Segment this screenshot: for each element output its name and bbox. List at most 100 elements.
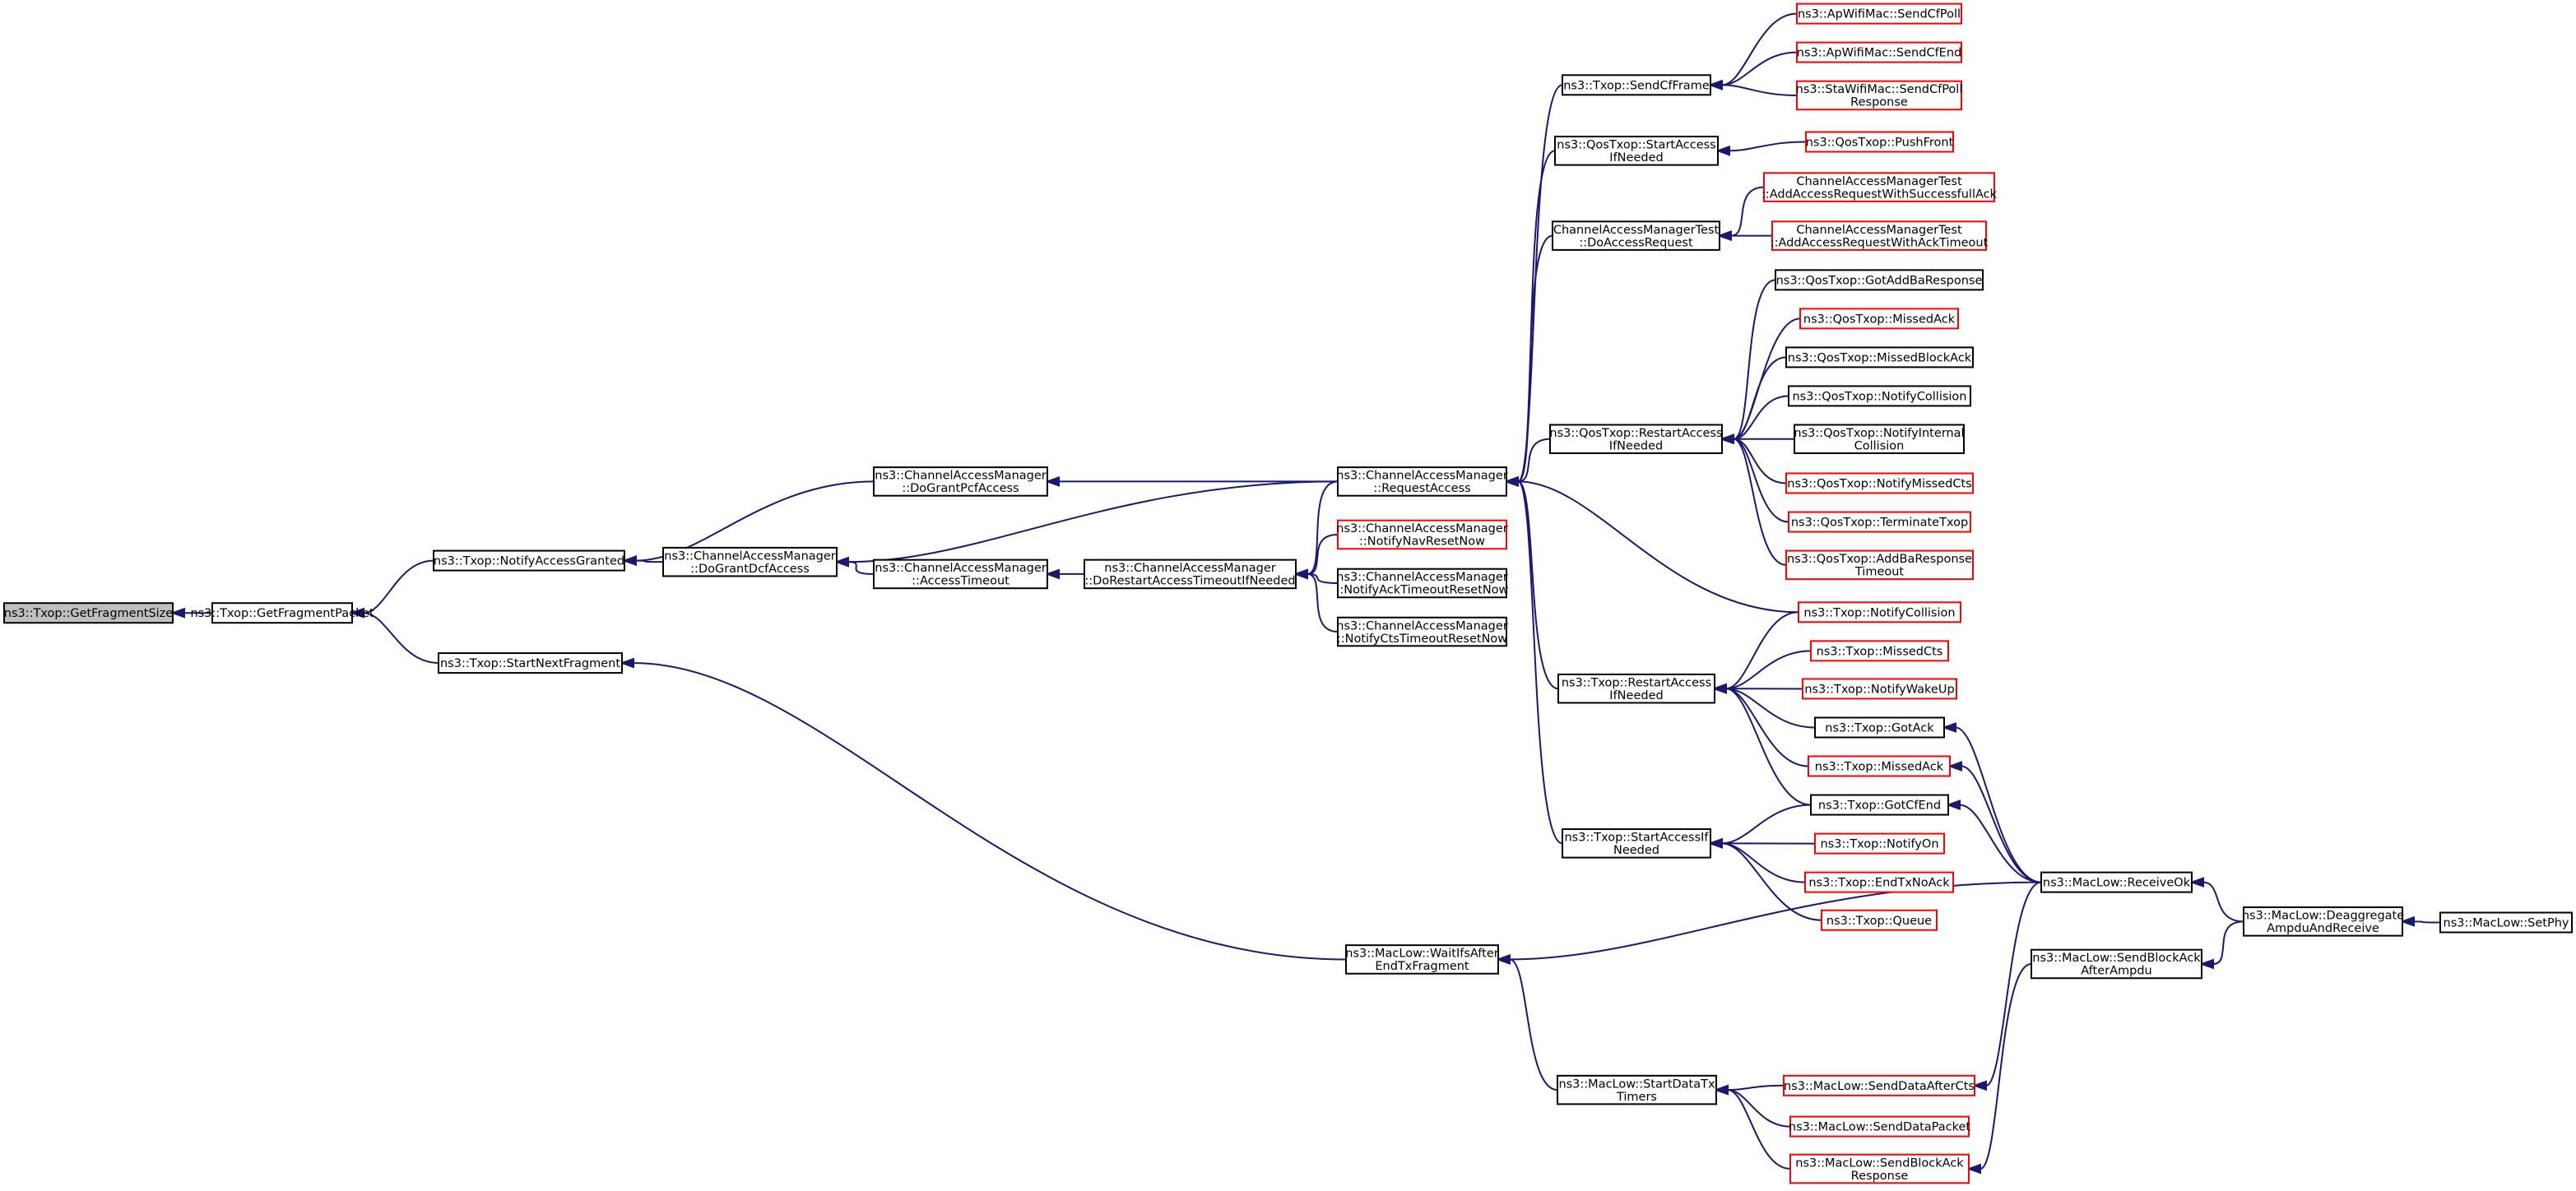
arrowhead-receiveOk-to-txopMissedAck [1947, 761, 1962, 772]
arrowhead-addAccessRequestAckTimeout-to-doAccessRequest [1717, 230, 1732, 242]
node-sendDataPacket[interactable]: ns3::MacLow::SendDataPacket [1789, 1115, 1971, 1138]
node-apSendCfPoll[interactable]: ns3::ApWifiMac::SendCfPoll [1796, 2, 1962, 25]
node-box [873, 558, 1048, 590]
node-label-line: ns3::QosTxop::MissedAck [1803, 313, 1956, 326]
node-requestAccess[interactable]: ns3::ChannelAccessManager::RequestAccess [1336, 466, 1508, 497]
edge-txopEndTxNoAck-to-txopStartAccessIfNeeded [1721, 842, 1806, 883]
node-txopMissedCts[interactable]: ns3::Txop::MissedCts [1810, 640, 1949, 662]
node-label-line: ::AddAccessRequestWithSuccessfullAck [1761, 188, 1998, 201]
edge-apSendCfEnd-to-sendCfFrame [1721, 51, 1798, 86]
edge-txopRestartAccessIfNeeded-to-requestAccess [1517, 480, 1559, 690]
edge-receiveOk-to-txopGotCfEnd [1959, 804, 2042, 883]
node-txopNotifyCollision[interactable]: ns3::Txop::NotifyCollision [1798, 601, 1961, 623]
edge-notifyCtsTimeoutResetNow-to-doRestartAccessTimeout [1307, 572, 1339, 633]
node-label-line: ::DoAccessRequest [1579, 236, 1693, 249]
arrowhead-accessTimeout-to-doGrantDcfAccess [834, 556, 849, 568]
node-addAccessRequestAckTimeout[interactable]: ChannelAccessManagerTest::AddAccessReque… [1771, 220, 1989, 251]
edge-txopMissedCts-to-txopRestartAccessIfNeeded [1725, 650, 1812, 690]
edge-receiveOk-to-txopGotAck [1955, 726, 2042, 883]
node-box [1549, 424, 1723, 455]
node-txopNotifyWakeUp[interactable]: ns3::Txop::NotifyWakeUp [1802, 678, 1957, 700]
node-box [1788, 511, 1971, 533]
node-getFragmentSize[interactable]: ns3::Txop::GetFragmentSize [3, 602, 174, 624]
node-qosNotifyCollision[interactable]: ns3::QosTxop::NotifyCollision [1788, 385, 1971, 407]
node-txopGotAck[interactable]: ns3::Txop::GotAck [1814, 716, 1945, 739]
node-qosMissedBlockAck[interactable]: ns3::QosTxop::MissedBlockAck [1785, 346, 1974, 368]
node-box [1799, 308, 1959, 330]
node-label-line: ::NotifyAckTimeoutResetNow [1336, 584, 1509, 597]
node-label-line: IfNeeded [1609, 689, 1663, 702]
node-label-line: ::NotifyNavResetNow [1359, 535, 1485, 549]
edge-sendBlockAckAfterAmpdu-to-sendBlockAckResponse [1980, 962, 2032, 1170]
edge-startDataTxTimers-to-waitIfsAfterEndTxFragment [1509, 958, 1558, 1091]
node-label-line: ns3::QosTxop::AddBaResponse [1787, 553, 1972, 566]
arrowhead-sendBlockAckResponse-to-startDataTxTimers [1714, 1084, 1729, 1096]
edge-txopGotCfEnd-to-txopRestartAccessIfNeeded [1725, 688, 1812, 806]
node-label-line: ns3::ChannelAccessManager [1104, 562, 1276, 575]
edge-txopGotAck-to-txopRestartAccessIfNeeded [1725, 688, 1816, 729]
node-doRestartAccessTimeout[interactable]: ns3::ChannelAccessManager::DoRestartAcce… [1084, 558, 1297, 590]
node-box [1796, 41, 1962, 63]
node-txopMissedAck[interactable]: ns3::Txop::MissedAck [1808, 755, 1951, 777]
node-box [2243, 906, 2403, 937]
node-label-line: ns3::Txop::EndTxNoAck [1808, 877, 1950, 890]
node-addAccessRequestSuccess[interactable]: ChannelAccessManagerTest::AddAccessReque… [1761, 172, 1998, 202]
node-txopNotifyOn[interactable]: ns3::Txop::NotifyOn [1814, 832, 1945, 855]
node-txopGotCfEnd[interactable]: ns3::Txop::GotCfEnd [1810, 794, 1949, 816]
edge-txopQueue-to-txopStartAccessIfNeeded [1721, 842, 1822, 921]
node-receiveOk[interactable]: ns3::MacLow::ReceiveOk [2040, 871, 2193, 893]
node-label-line: ns3::ChannelAccessManager [875, 562, 1047, 575]
node-qosGotAddBaResponse[interactable]: ns3::QosTxop::GotAddBaResponse [1775, 269, 1984, 291]
node-box [1804, 871, 1954, 893]
edge-txopMissedAck-to-txopRestartAccessIfNeeded [1725, 688, 1809, 767]
node-label-line: ns3::QosTxop::PushFront [1806, 136, 1954, 149]
node-apSendCfEnd[interactable]: ns3::ApWifiMac::SendCfEnd [1796, 41, 1962, 63]
node-label-line: IfNeeded [1609, 440, 1663, 453]
edge-qosPushFront-to-qosStartAccessIfNeeded [1729, 141, 1807, 152]
node-label-line: ns3::Txop::NotifyCollision [1803, 606, 1955, 619]
node-box [1796, 2, 1962, 25]
node-box [1789, 1115, 1970, 1138]
node-doGrantDcfAccess[interactable]: ns3::ChannelAccessManager::DoGrantDcfAcc… [662, 546, 838, 577]
node-getFragmentPacket[interactable]: ns3::Txop::GetFragmentPacket [190, 602, 374, 624]
node-doGrantPcfAccess[interactable]: ns3::ChannelAccessManager::DoGrantPcfAcc… [873, 466, 1048, 497]
node-doAccessRequest[interactable]: ChannelAccessManagerTest::DoAccessReques… [1552, 220, 1720, 251]
node-accessTimeout[interactable]: ns3::ChannelAccessManager::AccessTimeout [873, 558, 1048, 590]
node-label-line: Timers [1616, 1091, 1657, 1104]
arrowhead-txopGotCfEnd-to-txopRestartAccessIfNeeded [1712, 683, 1727, 694]
node-txopEndTxNoAck[interactable]: ns3::Txop::EndTxNoAck [1804, 871, 1954, 893]
node-notifyNavResetNow[interactable]: ns3::ChannelAccessManager::NotifyNavRese… [1336, 519, 1508, 550]
node-txopQueue[interactable]: ns3::Txop::Queue [1821, 909, 1938, 931]
node-label-line: ::AddAccessRequestWithAckTimeout [1771, 236, 1989, 249]
node-box [873, 466, 1048, 497]
node-notifyAckTimeoutResetNow[interactable]: ns3::ChannelAccessManager::NotifyAckTime… [1336, 568, 1509, 599]
node-qosMissedAck[interactable]: ns3::QosTxop::MissedAck [1799, 308, 1959, 330]
node-notifyCtsTimeoutResetNow[interactable]: ns3::ChannelAccessManager::NotifyCtsTime… [1336, 616, 1508, 647]
node-qosPushFront[interactable]: ns3::QosTxop::PushFront [1805, 131, 1954, 153]
node-setPhy[interactable]: ns3::MacLow::SetPhy [2439, 911, 2573, 934]
arrowhead-deaggregateAmpduAndReceive-to-sendBlockAckAfterAmpdu [2199, 958, 2214, 970]
arrowhead-waitIfsAfterEndTxFragment-to-startNextFragment [620, 657, 634, 669]
node-sendCfFrame[interactable]: ns3::Txop::SendCfFrame [1562, 74, 1711, 96]
node-qosNotifyMissedCts[interactable]: ns3::QosTxop::NotifyMissedCts [1785, 472, 1974, 494]
node-notifyAccessGranted[interactable]: ns3::Txop::NotifyAccessGranted [433, 549, 625, 572]
edge-txopStartAccessIfNeeded-to-requestAccess [1517, 480, 1563, 845]
node-qosTerminateTxop[interactable]: ns3::QosTxop::TerminateTxop [1788, 511, 1971, 533]
node-box [1337, 616, 1507, 647]
node-startNextFragment[interactable]: ns3::Txop::StartNextFragment [438, 652, 623, 674]
node-box [1796, 80, 1962, 111]
edge-doGrantDcfAccess-to-notifyAccessGranted [635, 559, 664, 563]
node-sendDataAfterCts[interactable]: ns3::MacLow::SendDataAfterCts [1783, 1074, 1975, 1096]
